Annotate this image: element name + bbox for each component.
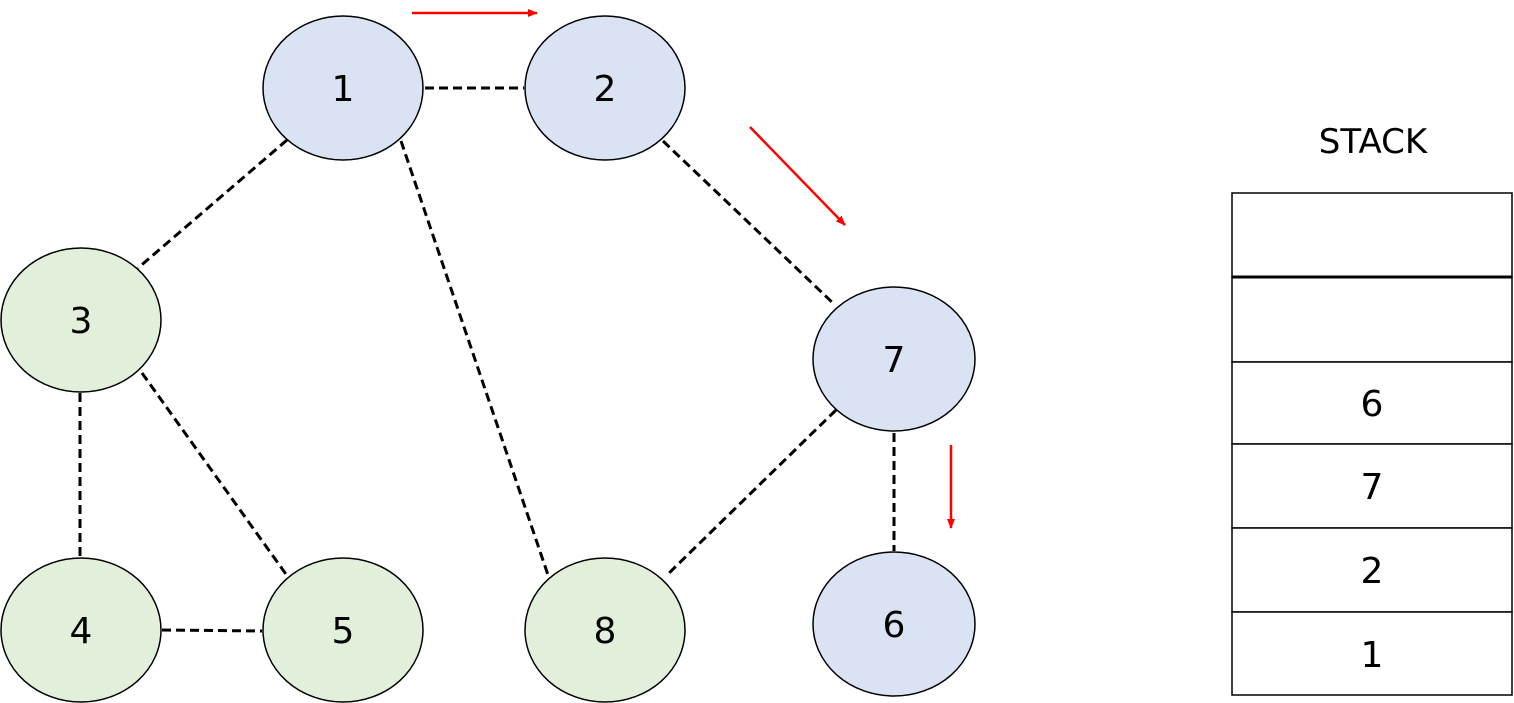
node-circle [812, 551, 976, 697]
node-8: 8 [524, 557, 686, 703]
node-6: 6 [812, 551, 976, 697]
node-7: 7 [812, 286, 976, 432]
stack-cell [1231, 192, 1513, 278]
edge-2-7 [661, 139, 837, 307]
stack-cell [1231, 276, 1513, 363]
stack-slot-0 [1231, 192, 1513, 278]
edge-3-5 [140, 372, 290, 578]
edge-4-5 [161, 628, 263, 633]
stack-slot-1 [1231, 276, 1513, 363]
node-5: 5 [262, 557, 424, 703]
node-circle [262, 15, 424, 161]
stack-cell [1231, 361, 1513, 445]
node-circle [0, 247, 162, 393]
edge-1-3 [137, 138, 288, 270]
stack-cell [1231, 443, 1513, 529]
node-4: 4 [0, 557, 162, 703]
edge-7-8 [664, 408, 838, 578]
node-2: 2 [524, 15, 686, 161]
stack-value: 2 [1361, 551, 1384, 592]
node-label: 5 [332, 611, 355, 652]
edge-group [78, 86, 896, 633]
node-circle [524, 15, 686, 161]
node-circle [0, 557, 162, 703]
node-label: 1 [332, 69, 355, 110]
stack-value: 7 [1361, 467, 1384, 508]
stack-slot-3: 7 [1231, 443, 1513, 529]
node-label: 6 [883, 605, 906, 646]
stack-value: 1 [1361, 635, 1384, 676]
node-circle [262, 557, 424, 703]
stack: STACK 6 7 2 1 [1231, 122, 1513, 696]
node-label: 4 [70, 611, 93, 652]
stack-title: STACK [1319, 122, 1429, 162]
node-label: 2 [594, 69, 617, 110]
stack-value: 6 [1361, 384, 1384, 425]
node-circle [812, 286, 976, 432]
node-label: 7 [883, 340, 906, 381]
arrow-2-to-7 [749, 126, 846, 226]
stack-cell [1231, 527, 1513, 613]
stack-slot-2: 6 [1231, 361, 1513, 445]
node-label: 3 [70, 301, 93, 342]
node-circle [524, 557, 686, 703]
node-3: 3 [0, 247, 162, 393]
node-1: 1 [262, 15, 424, 161]
stack-cell [1231, 611, 1513, 696]
traversal-arrows [412, 9, 955, 529]
node-label: 8 [594, 611, 617, 652]
stack-slot-4: 2 [1231, 527, 1513, 613]
edge-1-8 [399, 140, 550, 576]
stack-slot-5: 1 [1231, 611, 1513, 696]
